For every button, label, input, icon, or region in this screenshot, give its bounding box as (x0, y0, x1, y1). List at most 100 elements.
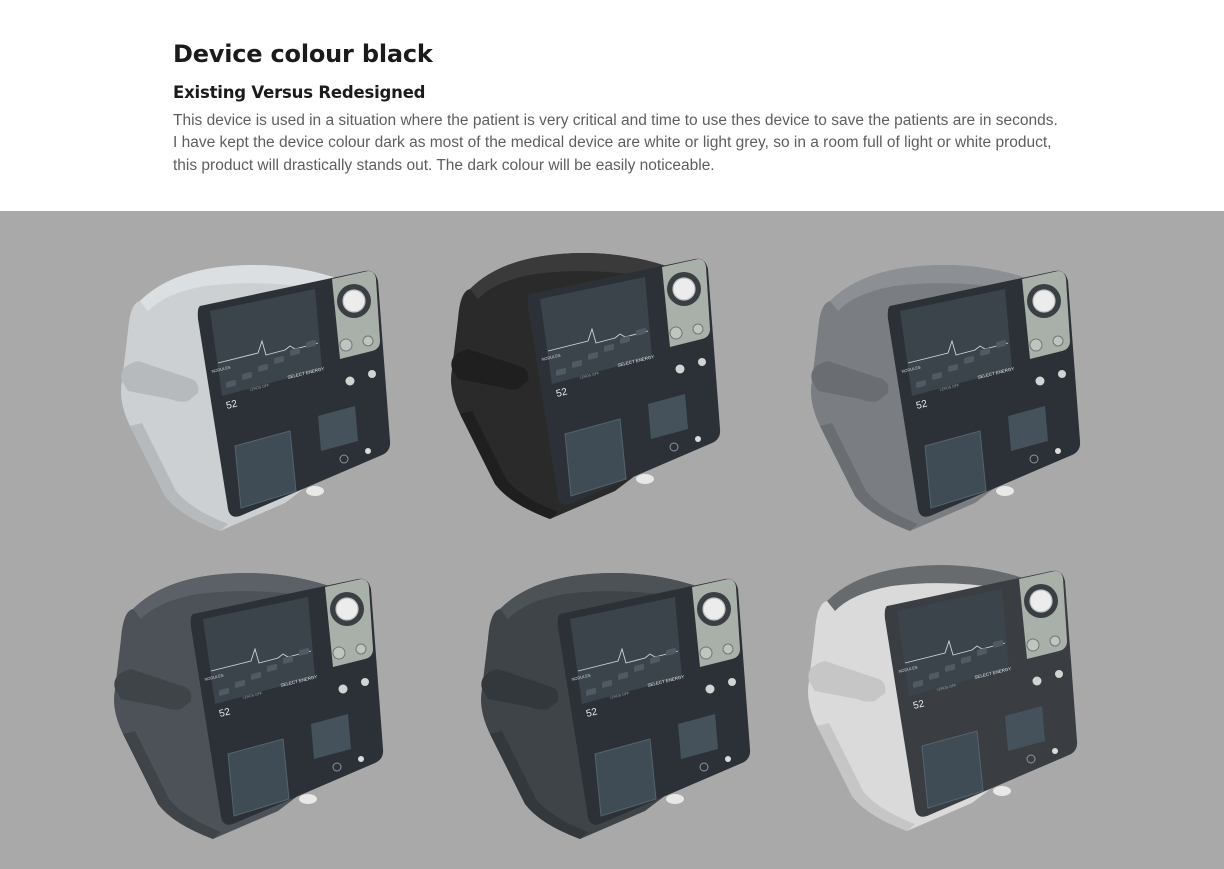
charge-button (1029, 338, 1043, 352)
soft-key (602, 679, 612, 688)
heart-rate-readout: 52 (915, 398, 929, 411)
page-subtitle: Existing Versus Redesigned (173, 83, 426, 102)
soft-key (267, 663, 277, 672)
charge-button (1026, 638, 1040, 652)
soft-key (636, 327, 646, 336)
pad-compartment (234, 430, 297, 509)
device-base-edge (817, 723, 915, 831)
handle-recess (808, 661, 886, 702)
soft-key (945, 663, 955, 672)
shock-button (692, 323, 704, 335)
info-panel (678, 714, 718, 759)
device-top (830, 265, 1035, 311)
device-top (470, 253, 675, 299)
soft-key (634, 663, 644, 672)
leads-off-label: LEADS OFF (939, 383, 960, 392)
mode-button (345, 376, 355, 386)
cable-connector (636, 474, 654, 484)
power-button (1058, 370, 1066, 378)
energy-dial-knob (1029, 589, 1053, 613)
description-line: This device is used in a situation where… (173, 112, 1058, 129)
pad-compartment (924, 430, 987, 509)
speaker-grille (332, 762, 342, 772)
soft-key (283, 655, 293, 664)
speaker-grille (699, 762, 709, 772)
handle-recess (114, 669, 192, 710)
speaker-grille (1026, 754, 1036, 764)
leads-off-label: LEADS OFF (249, 383, 270, 392)
charge-button (339, 338, 353, 352)
shock-button (722, 643, 734, 655)
lead-label: NODULES (571, 672, 591, 682)
cable-connector (993, 786, 1011, 796)
charge-button (669, 326, 683, 340)
soft-key (226, 379, 236, 388)
soft-key (219, 687, 229, 696)
speaker-grille (669, 442, 679, 452)
monitor-screen (900, 289, 1012, 396)
pad-compartment (921, 730, 984, 809)
heart-rate-readout: 52 (225, 398, 239, 411)
heart-rate-readout: 52 (218, 706, 232, 719)
device-top (140, 265, 345, 311)
device-base-edge (820, 423, 918, 531)
soft-key (251, 671, 261, 680)
device-base-edge (460, 411, 558, 519)
pad-compartment (227, 738, 290, 817)
mode-button (705, 684, 715, 694)
soft-key (290, 347, 300, 356)
ecg-waveform (904, 639, 1006, 664)
energy-dial-knob (335, 597, 359, 621)
soft-key (929, 671, 939, 680)
leads-off-label: LEADS OFF (242, 691, 263, 700)
device-base-edge (490, 731, 588, 839)
soft-key (961, 655, 971, 664)
device-top (500, 573, 705, 619)
device-top (827, 565, 1032, 611)
handle-recess (121, 361, 199, 402)
shock-button (1052, 335, 1064, 347)
soft-key (993, 639, 1003, 648)
pad-compartment (564, 418, 627, 497)
mode-button (1032, 676, 1042, 686)
leads-off-label: LEADS OFF (579, 371, 600, 380)
indicator-led (1055, 448, 1061, 454)
leads-off-label: LEADS OFF (936, 683, 957, 692)
soft-key (964, 355, 974, 364)
lead-label: NODULES (204, 672, 224, 682)
ecg-waveform (210, 647, 312, 672)
shock-button (1049, 635, 1061, 647)
power-button (361, 678, 369, 686)
handle-recess (811, 361, 889, 402)
soft-key (588, 351, 598, 360)
description-line: I have kept the device colour dark as mo… (173, 134, 1052, 152)
device-base-edge (130, 423, 228, 531)
energy-dial-knob (672, 277, 696, 301)
soft-key (299, 647, 309, 656)
speaker-grille (339, 454, 349, 464)
device-top (133, 573, 338, 619)
energy-dial-knob (702, 597, 726, 621)
soft-key (980, 347, 990, 356)
soft-key (242, 371, 252, 380)
info-panel (1005, 706, 1045, 751)
speaker-grille (1029, 454, 1039, 464)
energy-dial-knob (1032, 289, 1056, 313)
header-section: Device colour black Existing Versus Rede… (173, 38, 1073, 177)
soft-key (913, 679, 923, 688)
ecg-waveform (547, 327, 649, 352)
monitor-screen (203, 597, 315, 704)
indicator-led (358, 756, 364, 762)
soft-key (306, 339, 316, 348)
heart-rate-readout: 52 (585, 706, 599, 719)
power-button (368, 370, 376, 378)
monitor-screen (897, 589, 1009, 696)
handle-recess (481, 669, 559, 710)
